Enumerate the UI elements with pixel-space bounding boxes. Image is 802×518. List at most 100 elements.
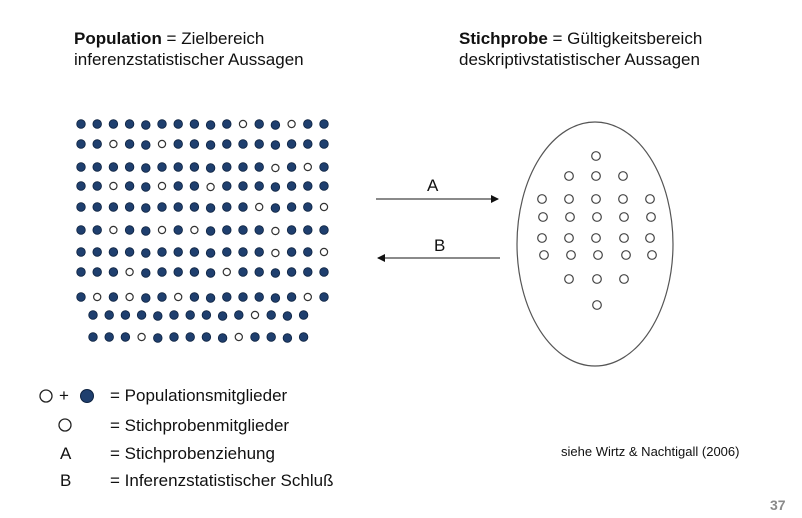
- population-member-dot: [108, 162, 119, 172]
- sample-member-dot: [618, 171, 628, 181]
- sampled-member-dot: [319, 247, 329, 257]
- sampled-member-dot: [137, 332, 146, 342]
- sampled-member-dot: [303, 292, 312, 302]
- population-member-dot: [173, 162, 183, 172]
- population-member-dot: [270, 120, 281, 130]
- population-member-dot: [136, 310, 147, 320]
- population-member-dot: [157, 247, 167, 257]
- sample-member-dot: [592, 300, 602, 310]
- population-member-dot: [124, 202, 135, 212]
- sample-member-dot: [564, 194, 574, 204]
- sampled-member-dot: [125, 267, 134, 277]
- population-member-dot: [254, 181, 264, 191]
- population-member-dot: [238, 202, 248, 212]
- population-member-dot: [303, 181, 313, 191]
- population-member-dot: [303, 119, 313, 129]
- population-member-dot: [205, 293, 216, 303]
- population-member-dot: [76, 247, 86, 257]
- legend-text-b: = Inferenzstatistischer Schluß: [110, 471, 334, 490]
- population-member-dot: [76, 162, 86, 172]
- population-member-dot: [141, 163, 151, 173]
- population-member-dot: [189, 139, 200, 149]
- sample-member-dot: [592, 274, 602, 284]
- population-member-dot: [92, 181, 102, 191]
- sampled-member-dot: [271, 248, 280, 258]
- legend-row-population: + = Populationsmitglieder: [38, 385, 398, 407]
- population-member-dot: [205, 226, 216, 236]
- legend-sample-symbol: [58, 418, 72, 432]
- sample-member-dot: [592, 212, 602, 222]
- sampled-member-dot: [157, 225, 167, 235]
- population-member-dot: [157, 202, 167, 212]
- population-member-dot: [189, 247, 200, 257]
- population-member-dot: [234, 310, 244, 320]
- population-member-dot: [76, 181, 86, 191]
- arrow-b-label: B: [434, 236, 446, 255]
- population-member-dot: [141, 140, 151, 150]
- population-member-dot: [185, 310, 195, 320]
- population-member-dot: [76, 119, 86, 129]
- population-member-dot: [298, 332, 309, 342]
- sample-definition-line2: deskriptivstatistischer Aussagen: [459, 50, 700, 69]
- population-member-dot: [173, 202, 183, 212]
- hollow-circle-icon: [39, 389, 53, 403]
- sample-members: [537, 151, 657, 310]
- population-term: Population: [74, 29, 162, 48]
- population-member-dot: [169, 310, 179, 320]
- population-member-dot: [286, 292, 297, 302]
- population-member-dot: [76, 267, 86, 277]
- population-member-dot: [238, 247, 248, 257]
- population-member-dot: [124, 247, 135, 257]
- population-member-dot: [254, 267, 264, 277]
- sampled-member-dot: [271, 163, 280, 173]
- population-member-dot: [303, 267, 313, 277]
- population-member-dot: [254, 119, 264, 129]
- legend-population-symbol: +: [39, 386, 94, 405]
- population-member-dot: [124, 139, 135, 149]
- population-member-dot: [238, 139, 248, 149]
- sample-member-dot: [618, 194, 628, 204]
- sample-term: Stichprobe: [459, 29, 548, 48]
- population-member-dot: [124, 119, 135, 129]
- population-member-dot: [282, 311, 293, 321]
- population-member-dot: [157, 119, 167, 129]
- sampled-member-dot: [222, 267, 231, 277]
- sampled-member-dot: [206, 182, 215, 192]
- population-member-dot: [92, 162, 102, 172]
- population-member-dot: [108, 202, 119, 212]
- population-member-dot: [189, 162, 200, 172]
- population-member-dot: [108, 247, 119, 257]
- svg-text:+: +: [59, 386, 69, 405]
- population-member-dot: [173, 247, 183, 257]
- population-member-dot: [173, 119, 183, 129]
- sampled-member-dot: [173, 292, 183, 302]
- sample-heading: Stichprobe = Gültigkeitsbereich deskript…: [459, 28, 702, 70]
- population-member-dot: [108, 267, 119, 277]
- population-member-dot: [104, 332, 114, 342]
- population-member-dot: [173, 139, 183, 149]
- population-member-dot: [92, 225, 102, 235]
- legend-row-sample: = Stichprobenmitglieder: [38, 413, 398, 435]
- population-member-dot: [108, 119, 119, 129]
- population-member-dot: [217, 311, 228, 321]
- legend-row-b: B = Inferenzstatistischer Schluß: [38, 467, 398, 490]
- population-member-dot: [222, 202, 232, 212]
- sample-member-dot: [621, 250, 631, 260]
- population-member-dot: [185, 332, 195, 342]
- sample-member-dot: [646, 212, 656, 222]
- population-member-dot: [319, 119, 329, 129]
- population-heading: Population = Zielbereich inferenzstatist…: [74, 28, 304, 70]
- population-member-dot: [205, 120, 216, 130]
- population-member-dot: [270, 268, 281, 278]
- population-member-dot: [286, 247, 297, 257]
- population-member-dot: [266, 310, 276, 320]
- population-member-dot: [238, 292, 248, 302]
- population-member-dot: [254, 139, 264, 149]
- population-member-dot: [141, 182, 151, 192]
- population-member-dot: [217, 333, 228, 343]
- sample-member-dot: [565, 212, 575, 222]
- citation: siehe Wirtz & Nachtigall (2006): [561, 444, 740, 459]
- population-member-dot: [76, 225, 86, 235]
- page-number: 37: [770, 497, 786, 513]
- population-member-dot: [124, 162, 135, 172]
